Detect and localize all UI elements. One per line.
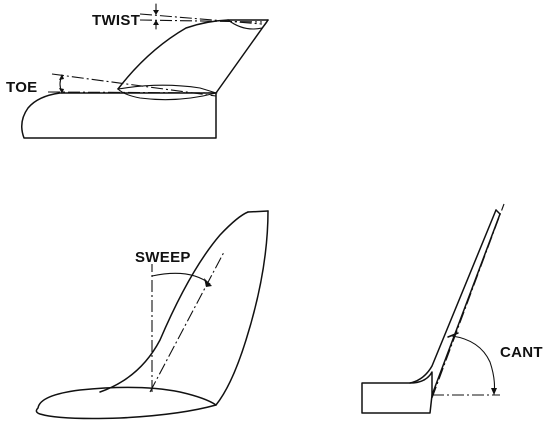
cant-arrowhead	[491, 388, 497, 395]
twist-reference-line	[139, 13, 263, 25]
cant-fin-root-fillet	[409, 209, 497, 384]
twist-arrowhead-bottom	[153, 20, 159, 25]
cant-center-line	[431, 203, 505, 399]
twist-toe-figure: TWIST TOE	[6, 3, 269, 139]
cant-arc-tick	[447, 332, 459, 338]
cant-figure: CANT	[361, 203, 543, 414]
sweep-quarter-chord-line	[149, 251, 225, 393]
toe-label: TOE	[6, 79, 37, 96]
twist-tip-section	[227, 19, 269, 30]
sweep-fin-leading-edge	[99, 211, 249, 393]
twist-label: TWIST	[92, 12, 140, 29]
twist-arrowhead-top	[153, 10, 159, 15]
toe-reference-line	[51, 73, 217, 97]
twist-toe-base-plate	[21, 92, 217, 139]
sweep-root-airfoil	[35, 386, 217, 420]
twist-reference-line-2	[139, 19, 263, 23]
cant-fin-tip	[495, 209, 501, 215]
cant-angle-arc	[451, 335, 496, 395]
sweep-fin-trailing-edge	[215, 210, 269, 406]
sweep-figure: SWEEP	[35, 210, 269, 420]
sweep-fin-tip	[247, 210, 269, 213]
sweep-angle-arc	[151, 272, 211, 285]
cant-label: CANT	[500, 344, 543, 361]
sweep-arrowhead	[204, 278, 212, 287]
toe-arrowhead-bottom	[59, 88, 64, 94]
twist-toe-fin-leading-edge	[117, 19, 229, 90]
sweep-label: SWEEP	[135, 249, 191, 266]
twist-toe-fin-trailing-edge	[215, 19, 269, 94]
toe-reference-line-2	[47, 91, 217, 94]
toe-arrowhead-top	[59, 74, 64, 80]
